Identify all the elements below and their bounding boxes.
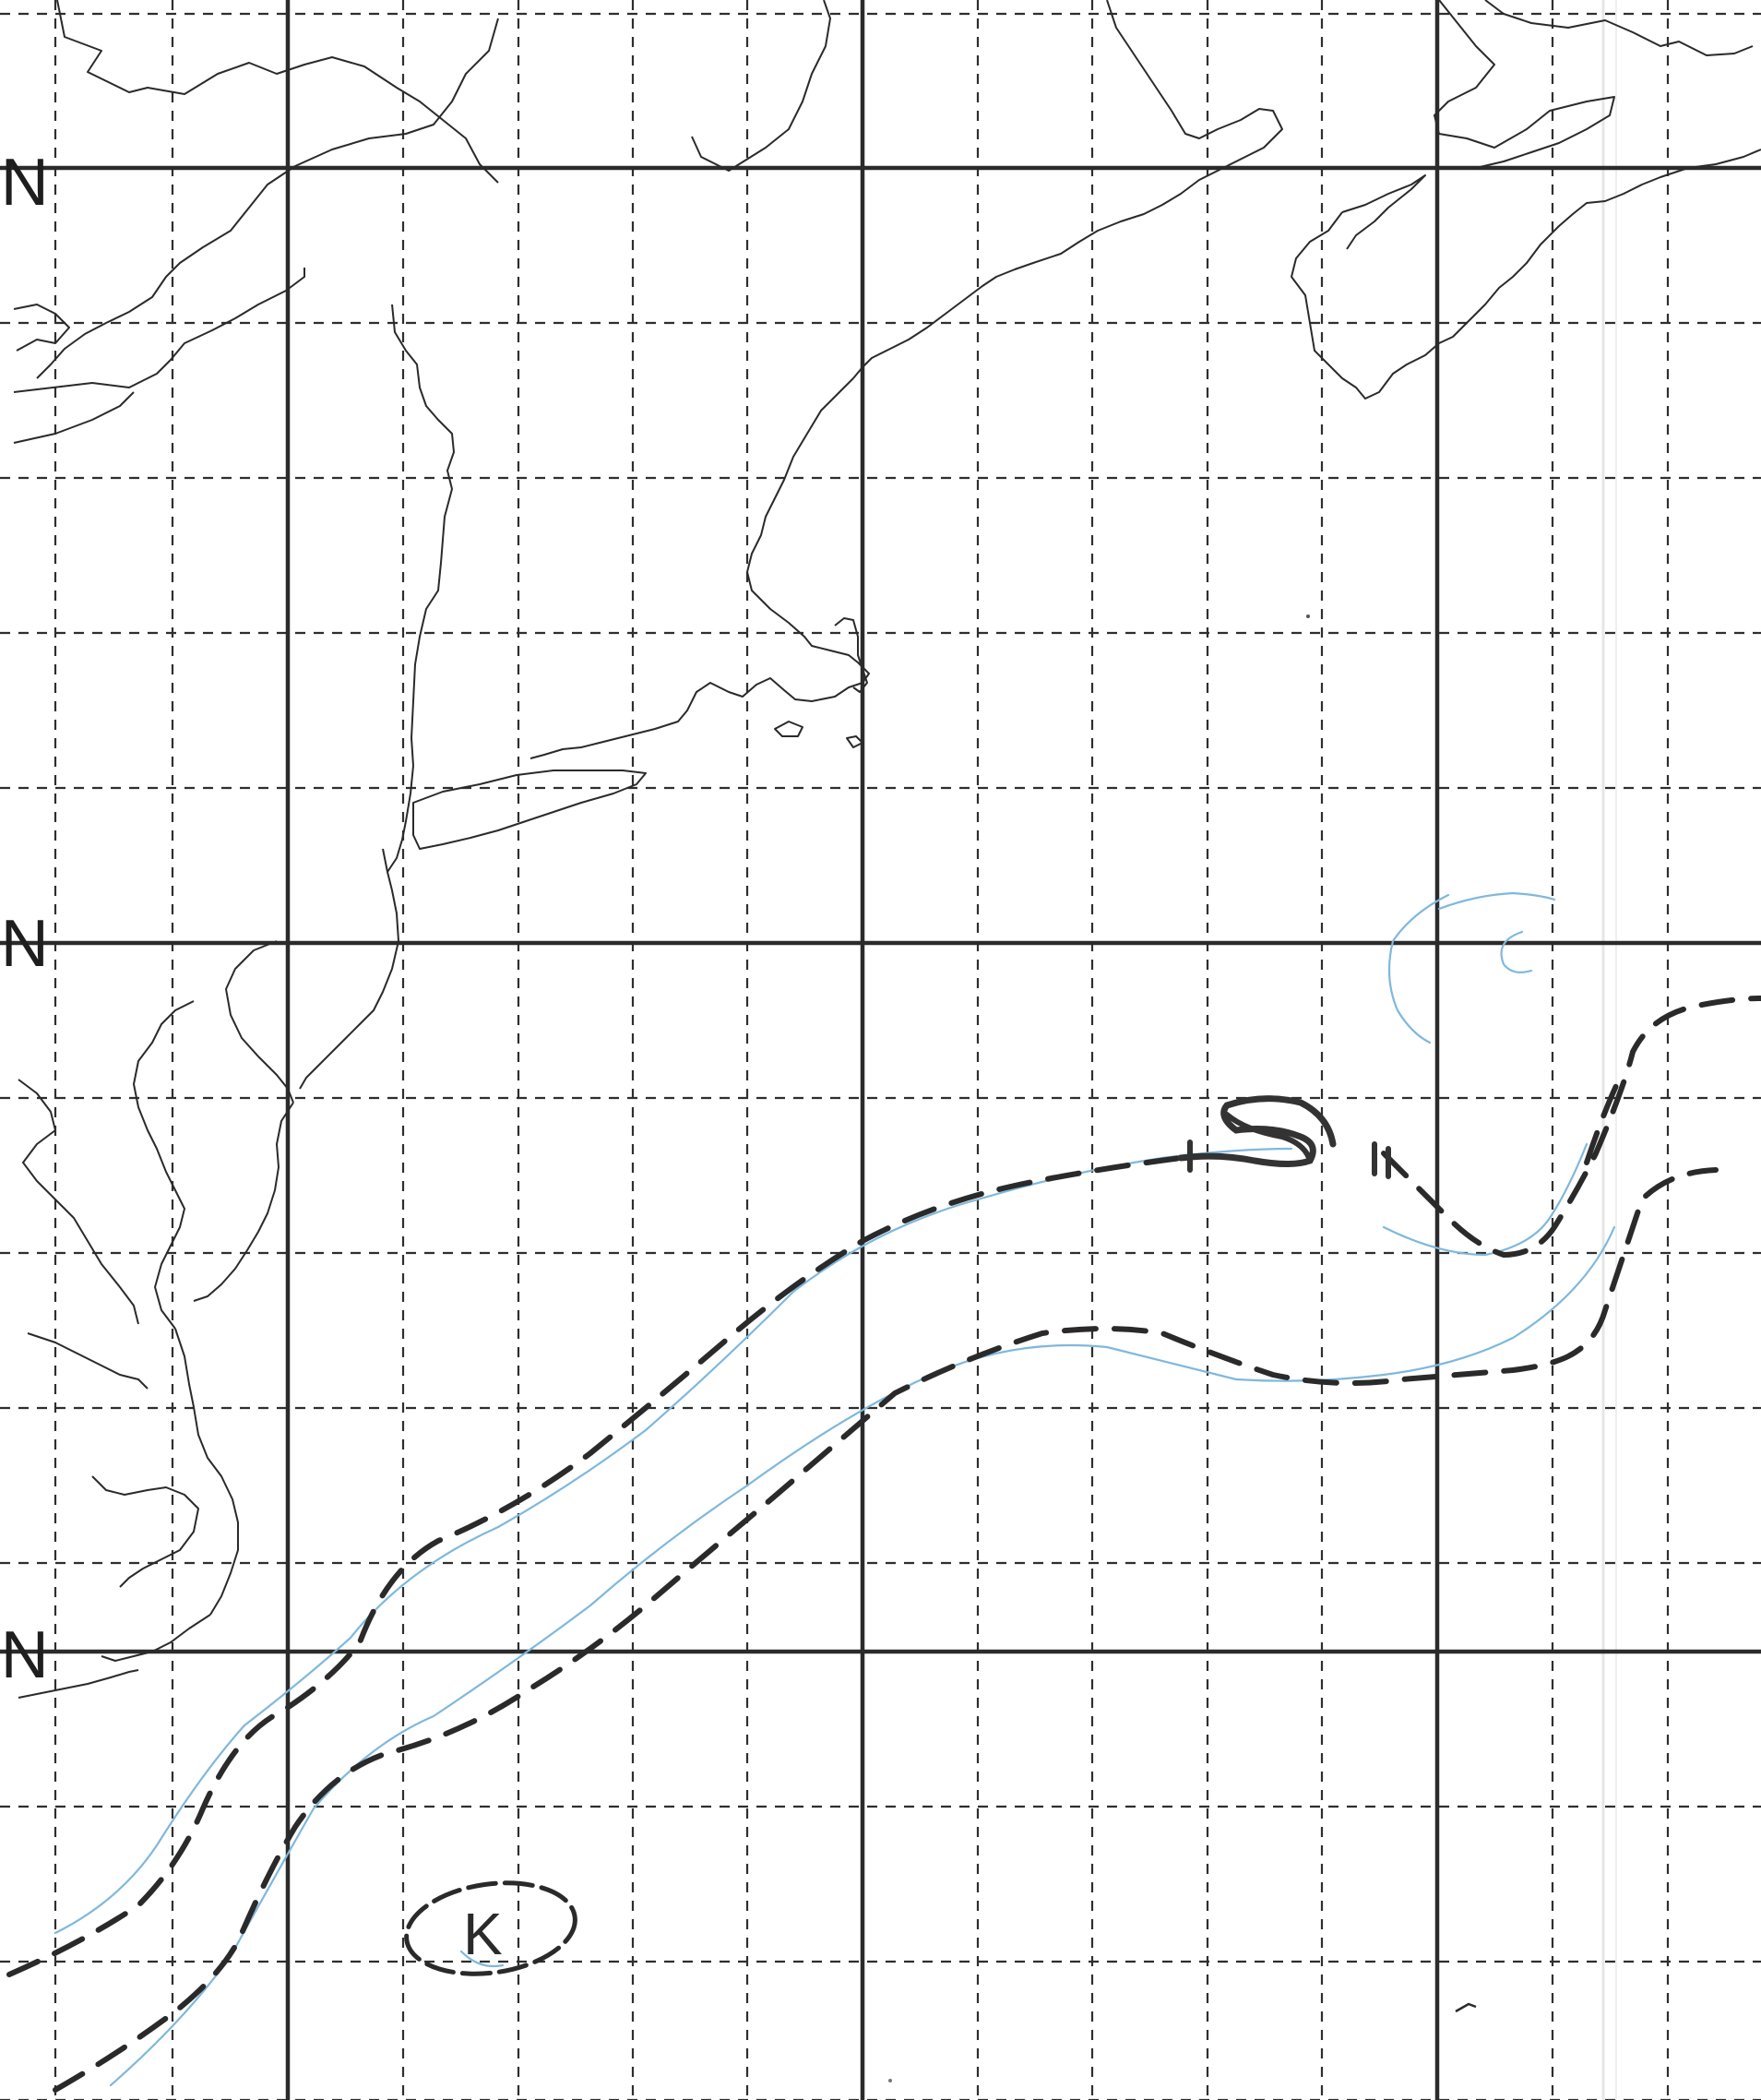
hudson-valley-east (391, 304, 455, 767)
chesapeake-bay (133, 1000, 195, 1330)
pencil-eddy-hook (1500, 930, 1533, 973)
delaware-river (225, 940, 294, 1104)
stray-marks (888, 614, 1477, 2082)
delmarva-coast (193, 1102, 294, 1302)
potomac-river (27, 1332, 149, 1390)
circled-mark: K (404, 1880, 577, 1976)
maine-coast (852, 0, 1283, 379)
new-england-coast (529, 377, 870, 759)
coastline (13, 0, 1761, 1699)
virginia-shore (174, 1328, 239, 1616)
latitude-labels: °N °N °N (0, 146, 49, 1692)
pencil-lower-mark (459, 1950, 505, 1968)
quebec-maine-border (691, 0, 831, 172)
new-brunswick-north (1484, 0, 1754, 56)
outer-banks (101, 1614, 211, 1662)
south-wall-dashed (53, 1167, 1719, 2093)
ink-current-boundaries (6, 996, 1761, 2093)
nova-scotia (1291, 149, 1761, 400)
marthas-vineyard (774, 721, 803, 737)
lake-erie-southshore (13, 391, 135, 444)
long-island (412, 770, 647, 850)
lake-erie-shore (13, 268, 305, 393)
pencil-eddy-loop (1387, 891, 1556, 1044)
meander-loop-ink (1177, 1095, 1337, 1167)
meander-loop (1177, 1095, 1391, 1179)
latitude-label-middle: °N (0, 907, 49, 981)
new-brunswick-coast (1434, 0, 1615, 169)
stray-dot (888, 2079, 892, 2082)
lake-ontario-shore (56, 0, 499, 184)
pencil-meander (1382, 1142, 1588, 1257)
north-wall-dashed-upper (1584, 1068, 1626, 1165)
nantucket (846, 735, 863, 748)
north-wall-dashed-east (1381, 996, 1761, 1259)
stray-dot (1306, 614, 1310, 618)
pencil-south-boundary (109, 1225, 1616, 2087)
new-jersey-coast (299, 871, 399, 1090)
circled-mark-ellipse (404, 1880, 577, 1976)
st-lawrence-river (36, 18, 499, 379)
stray-mark-lower-right (1455, 2002, 1477, 2013)
cape-hatteras (18, 1669, 139, 1699)
meander-loop-inner (1224, 1112, 1313, 1163)
nova-scotia-bay-of-fundy (1341, 174, 1426, 250)
albemarle-sound (91, 1475, 199, 1588)
latitude-label-bottom: °N (0, 1618, 49, 1692)
western-shore (18, 1079, 139, 1325)
north-wall-dashed (6, 1155, 1184, 1977)
cape-cod (834, 617, 868, 693)
latitude-label-top: °N (0, 146, 49, 220)
circled-mark-letter: K (463, 1901, 503, 1967)
